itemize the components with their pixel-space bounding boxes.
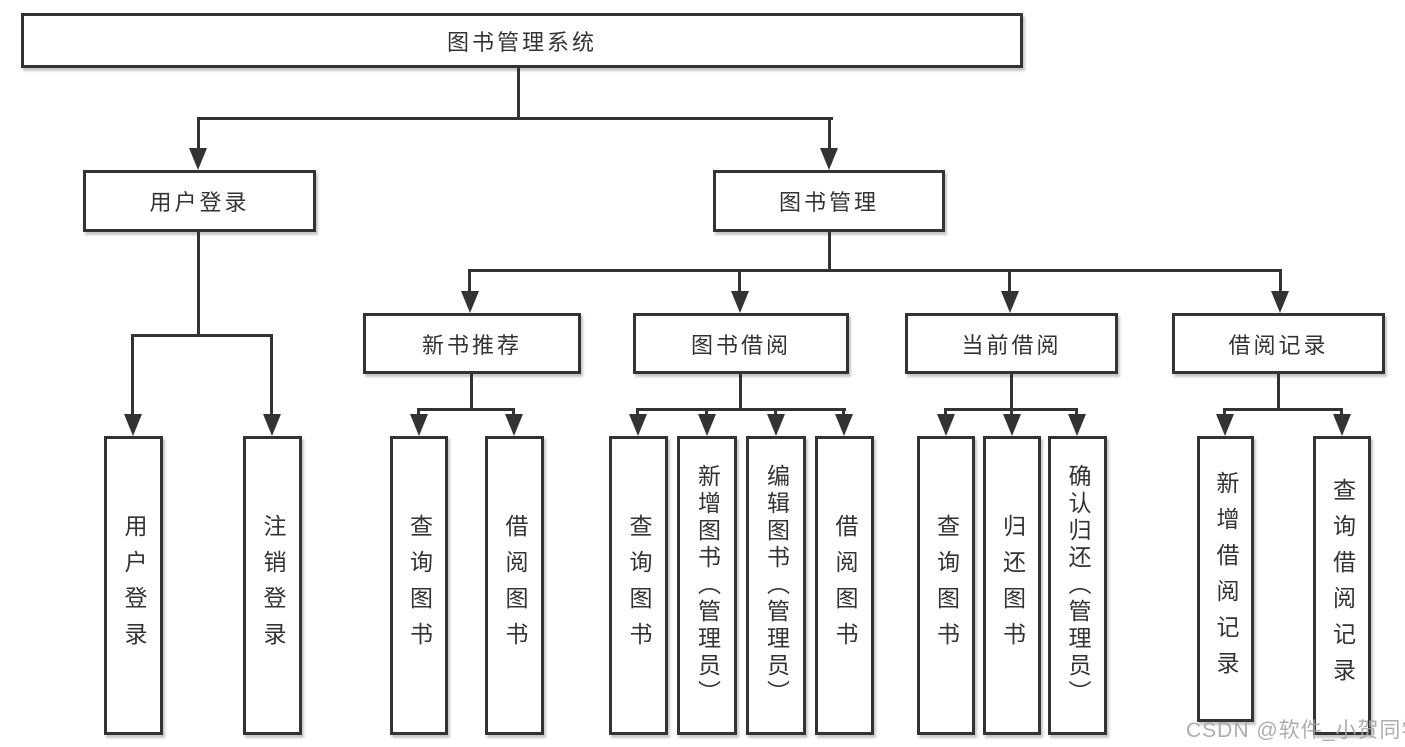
connector-line [738, 269, 741, 295]
leaf-rec-query-book: 查询图书 [390, 436, 448, 735]
node-book-borrowing: 图书借阅 [633, 313, 849, 374]
connector-line [417, 408, 515, 411]
leaf-borrow-query-book: 查询图书 [609, 436, 668, 735]
connector-line [636, 408, 639, 418]
leaf-current-confirm-return-admin: 确认归还（管理员） [1048, 436, 1107, 735]
arrow-down-icon [124, 414, 142, 436]
leaf-borrow-edit-book-admin: 编辑图书（管理员） [746, 436, 806, 735]
connector-line [131, 334, 273, 337]
connector-line [1340, 408, 1343, 418]
leaf-records-add-record: 新增借阅记录 [1197, 436, 1254, 722]
node-user-login-branch: 用户登录 [83, 170, 316, 232]
connector-line [270, 334, 273, 418]
connector-line [197, 117, 200, 152]
connector-line [470, 374, 473, 410]
arrow-down-icon [767, 414, 785, 436]
arrow-down-icon [189, 148, 207, 170]
arrow-down-icon [1333, 414, 1351, 436]
connector-line [1075, 408, 1078, 418]
node-root-library-system: 图书管理系统 [21, 13, 1023, 68]
connector-line [417, 408, 420, 418]
arrow-down-icon [1001, 291, 1019, 313]
arrow-down-icon [937, 414, 955, 436]
connector-line [1277, 374, 1280, 410]
node-new-book-recommend: 新书推荐 [363, 313, 581, 374]
connector-line [774, 408, 777, 418]
leaf-borrow-add-book-admin: 新增图书（管理员） [677, 436, 737, 735]
arrow-down-icon [731, 291, 749, 313]
connector-line [842, 408, 845, 418]
arrow-down-icon [461, 291, 479, 313]
connector-line [468, 269, 471, 295]
connector-line [131, 334, 134, 418]
leaf-borrow-borrow-book: 借阅图书 [815, 436, 874, 735]
connector-line [828, 232, 831, 272]
leaf-records-query-record: 查询借阅记录 [1313, 436, 1371, 735]
leaf-logout: 注销登录 [243, 436, 302, 735]
connector-line [739, 374, 742, 410]
arrow-down-icon [629, 414, 647, 436]
connector-line [1223, 408, 1226, 418]
connector-line [944, 408, 947, 418]
node-book-management-branch: 图书管理 [713, 170, 945, 232]
arrow-down-icon [1068, 414, 1086, 436]
arrow-down-icon [263, 414, 281, 436]
arrow-down-icon [1216, 414, 1234, 436]
arrow-down-icon [505, 414, 523, 436]
arrow-down-icon [1271, 291, 1289, 313]
connector-line [469, 269, 1282, 272]
node-current-borrowing: 当前借阅 [905, 313, 1118, 374]
connector-line [705, 408, 708, 418]
watermark: CSDN @软件_小贺同学 [1186, 719, 1405, 742]
connector-line [636, 408, 846, 411]
arrow-down-icon [820, 148, 838, 170]
connector-line [197, 117, 833, 120]
leaf-current-return-book: 归还图书 [983, 436, 1041, 735]
connector-line [1279, 269, 1282, 295]
leaf-user-login: 用户登录 [104, 436, 163, 735]
connector-line [828, 117, 831, 152]
leaf-rec-borrow-book: 借阅图书 [485, 436, 544, 735]
node-borrowing-records: 借阅记录 [1172, 313, 1385, 374]
leaf-current-query-book: 查询图书 [917, 436, 975, 735]
connector-line [1010, 408, 1013, 418]
connector-line [1223, 408, 1343, 411]
connector-line [197, 232, 200, 336]
arrow-down-icon [835, 414, 853, 436]
connector-line [1010, 374, 1013, 410]
connector-line [517, 68, 520, 119]
connector-line [512, 408, 515, 418]
arrow-down-icon [410, 414, 428, 436]
arrow-down-icon [698, 414, 716, 436]
connector-line [1008, 269, 1011, 295]
arrow-down-icon [1003, 414, 1021, 436]
